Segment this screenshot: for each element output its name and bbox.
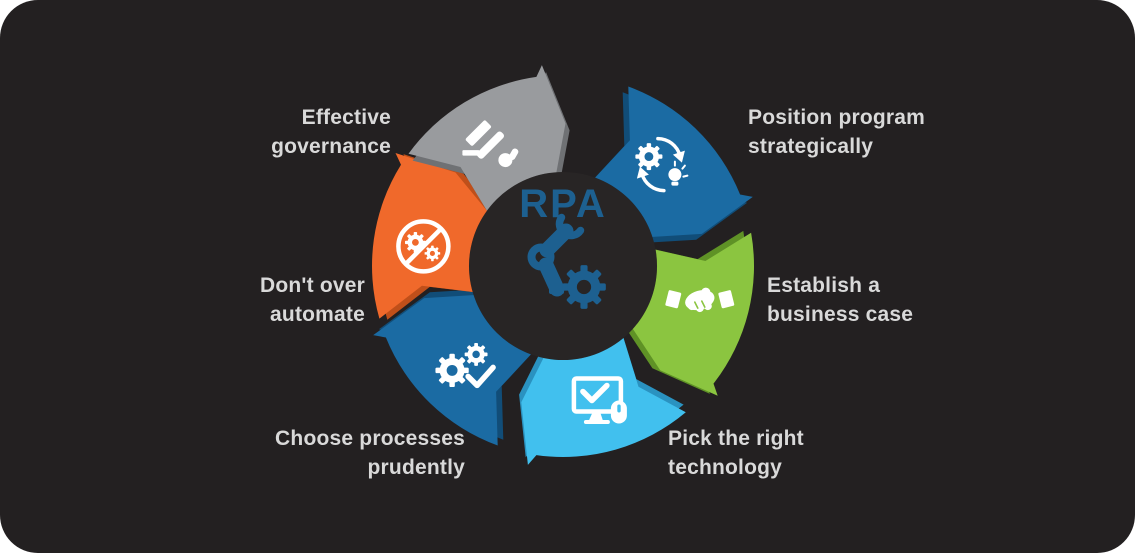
segment-label-effective-governance: Effective governance (271, 103, 391, 161)
segment-choose-processes-prudently (373, 294, 531, 446)
label-line: Position program (748, 106, 926, 129)
segment-pick-right-technology (521, 338, 686, 465)
monitor-check-icon (571, 376, 627, 424)
segment-label-pick-right-technology: Pick the right technology (668, 424, 804, 482)
label-line: Choose processes (275, 427, 465, 450)
label-line: prudently (367, 456, 465, 479)
label-line: strategically (748, 135, 874, 158)
robot-arm-gear-icon (527, 213, 606, 309)
segment-establish-business-case (626, 232, 755, 396)
label-line: Establish a (767, 274, 881, 297)
label-line: governance (271, 135, 391, 158)
gavel-hand-icon (462, 120, 519, 168)
gears-check-icon (435, 342, 496, 389)
label-line: business case (767, 303, 914, 326)
handshake-icon (665, 287, 735, 313)
gear-cycle-icon (635, 136, 689, 193)
label-line: technology (668, 456, 783, 479)
segment-label-establish-business-case: Establish a business case (767, 271, 913, 329)
no-overautomation-icon (396, 219, 451, 274)
label-line: Don't over (259, 274, 365, 297)
segment-label-choose-processes: Choose processes prudently (275, 424, 465, 482)
segment-label-dont-over-automate: Don't over automate (260, 271, 365, 329)
label-line: Effective (301, 106, 391, 129)
center-hub (469, 172, 657, 360)
segment-label-position-program: Position program strategically (748, 103, 925, 161)
label-line: automate (270, 303, 365, 326)
segment-effective-governance (408, 65, 566, 211)
label-line: Pick the right (668, 427, 804, 450)
